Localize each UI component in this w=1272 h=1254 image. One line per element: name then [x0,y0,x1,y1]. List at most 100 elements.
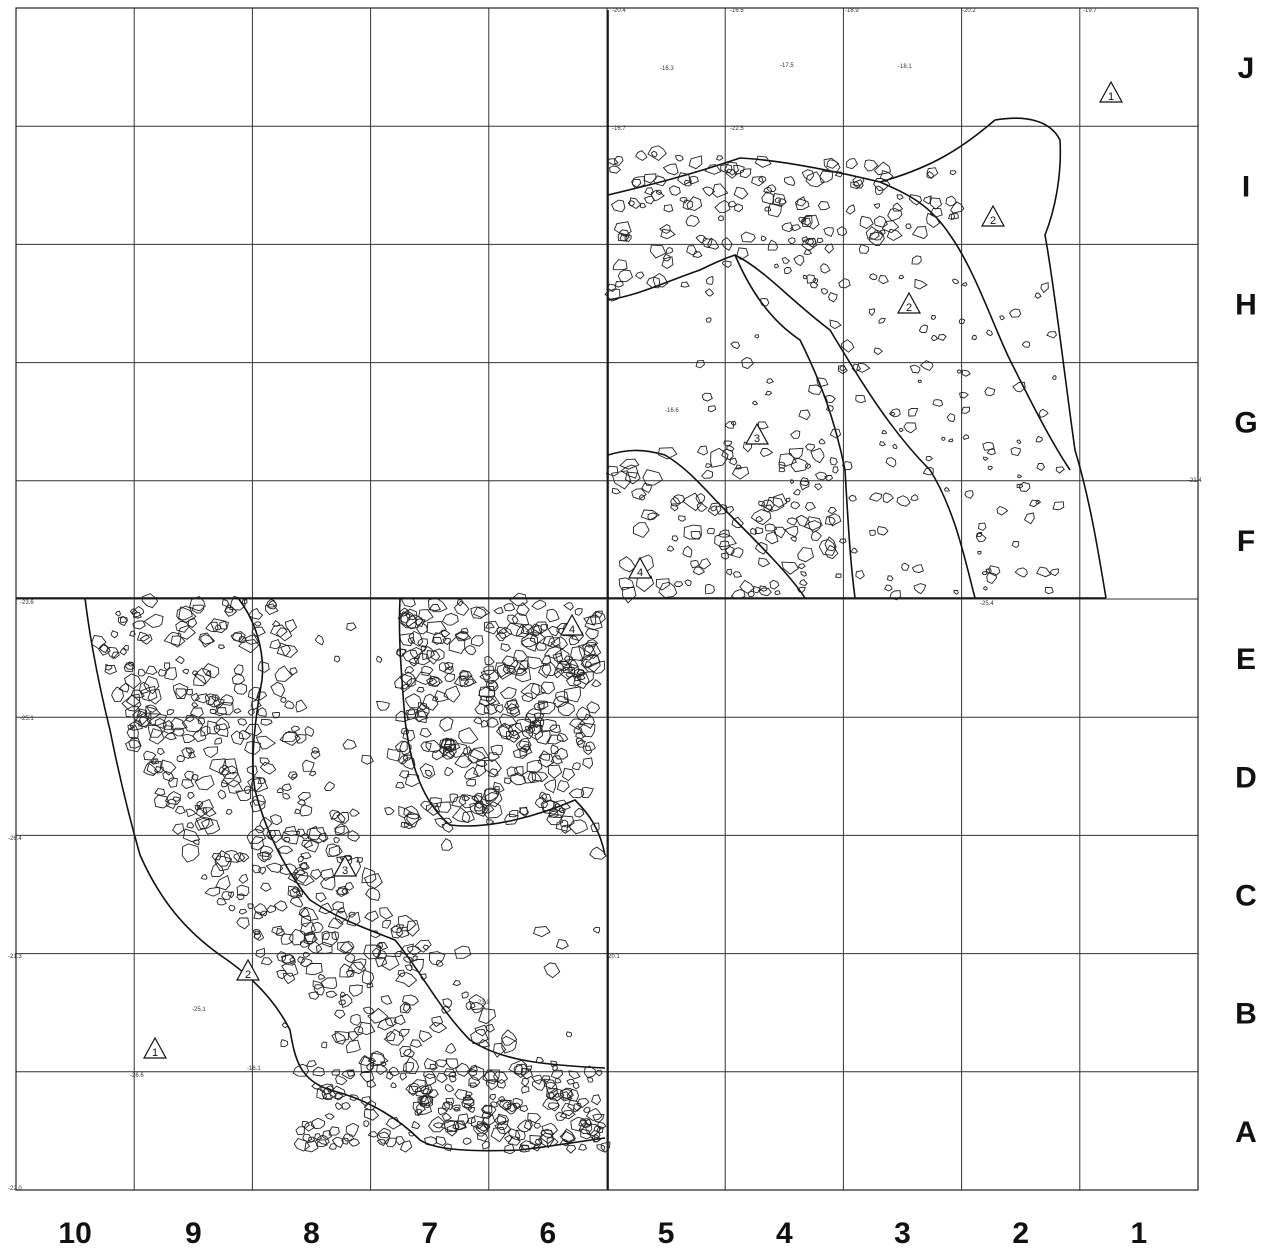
stone-outline [638,494,646,501]
stone-outline [950,212,959,220]
stone-outline [261,851,272,861]
stone-outline [766,378,774,384]
stone-outline [614,280,624,288]
stone-outline [611,487,622,495]
stone-outline [918,324,929,333]
stone-outline [489,1101,498,1108]
stone-outline [554,747,569,760]
stone-outline [481,1111,492,1120]
stone-outline [999,315,1005,321]
stone-outline [361,754,374,765]
stone-outline [301,833,309,840]
stone-outline [730,420,737,427]
stone-outline [163,662,171,671]
stone-outline [605,465,619,477]
stone-outline [416,686,425,693]
stone-outline [493,1042,507,1058]
stone-outline [303,1121,316,1132]
stone-outline [400,597,416,608]
stone-outline [321,930,330,940]
stone-outline [132,620,146,630]
stone-outline [464,766,480,780]
stone-outline [512,649,528,662]
stone-outline [557,701,575,717]
stone-outline [153,794,170,809]
stone-outline [852,179,864,189]
stone-outline [826,405,834,412]
stone-outline [297,956,305,964]
stone-outline [441,612,459,626]
stone-outline [407,1131,416,1137]
stone-outline [731,466,750,480]
stone-outline [249,777,269,793]
stone-outline [253,911,264,920]
stone-outline [344,952,356,964]
stone-outline [132,709,150,725]
stone-outline [148,728,165,745]
stone-outline [1012,381,1026,393]
stone-outline [473,716,483,725]
stone-outline [672,494,686,505]
stone-outline [868,492,883,502]
stone-outline [686,196,703,211]
stone-outline [417,703,430,718]
stone-outline [797,547,815,563]
stone-outline [297,855,304,863]
stone-outline [658,223,671,235]
stone-outline [375,942,383,950]
stone-outline [383,1028,405,1046]
stone-outline [398,755,408,765]
stone-outline [341,1102,351,1110]
stone-outline [590,822,600,833]
stone-outline [814,483,823,491]
elevation-label: -25.1 [20,716,34,722]
zone-marker-sw-1: 1 [142,1036,168,1059]
stone-outline [393,1014,406,1025]
stone-outline [502,665,515,675]
stone-outline [765,496,785,512]
stone-outline [300,958,313,968]
stone-outline [428,604,441,611]
stone-outline [890,411,896,416]
stone-outline [434,690,450,703]
stone-outline [397,914,417,932]
stone-outline [254,825,265,834]
stone-outline [911,564,924,574]
stone-outline [949,170,957,176]
stone-outline [462,1137,472,1145]
stone-outline [405,693,422,709]
stone-outline [200,634,216,648]
stone-outline [591,678,602,687]
stone-outline [521,727,533,740]
stone-outline [456,599,464,607]
stone-outline [798,409,811,421]
zone-number: 4 [637,567,643,579]
stone-outline [168,777,178,788]
stone-outline [370,930,381,939]
stone-outline [265,603,279,616]
stone-outline [484,787,500,802]
stone-outline [408,630,424,647]
stone-outline [690,560,700,569]
stone-outline [725,568,733,576]
stone-outline [356,857,363,863]
stone-outline [462,746,473,755]
stone-outline [643,195,655,205]
stone-outline [399,671,417,688]
stone-outline [563,655,573,665]
stone-outline [439,716,454,732]
stone-outline [348,911,356,918]
stone-outline [276,642,292,657]
stone-outline [820,288,829,295]
stone-outline [390,1081,397,1089]
stone-outline [302,759,315,772]
stone-outline [200,818,221,835]
stone-outline [294,874,315,886]
stone-outline [873,161,892,176]
stone-outline [490,744,503,756]
stone-outline [404,964,413,972]
stone-outline [932,399,944,407]
stone-outline [399,943,414,956]
stone-outline [541,1097,560,1110]
stone-outline [313,1133,323,1141]
